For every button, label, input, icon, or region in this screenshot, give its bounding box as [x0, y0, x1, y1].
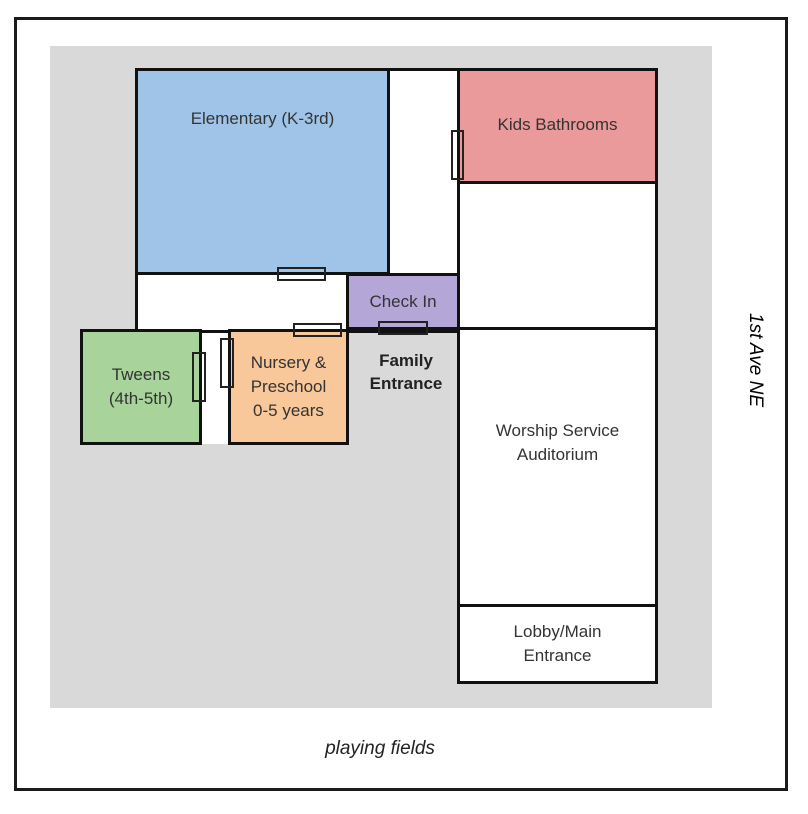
door-family-entrance[interactable]: [378, 321, 428, 335]
room-worship-auditorium-label: Worship Service Auditorium: [495, 421, 620, 464]
room-lobby-main-entrance-label: Lobby/Main Entrance: [513, 622, 602, 665]
door-nursery-west[interactable]: [220, 338, 234, 388]
room-kids-bathrooms-label: Kids Bathrooms: [497, 115, 618, 135]
hallway-east: [457, 182, 657, 330]
hallway-north: [388, 70, 460, 275]
door-nursery-north[interactable]: [293, 323, 342, 337]
door-elementary[interactable]: [277, 267, 326, 281]
family-entrance-label: Family Entrance: [369, 351, 443, 393]
room-check-in[interactable]: Check In: [346, 273, 460, 330]
room-kids-bathrooms[interactable]: Kids Bathrooms: [457, 68, 658, 184]
room-nursery-preschool-label: Nursery & Preschool 0-5 years: [250, 353, 327, 420]
street-label: 1st Ave NE: [745, 313, 766, 407]
room-elementary-label: Elementary (K-3rd): [190, 109, 335, 129]
room-worship-auditorium[interactable]: Worship Service Auditorium: [457, 327, 658, 607]
room-lobby-main-entrance[interactable]: Lobby/Main Entrance: [457, 604, 658, 684]
door-tweens[interactable]: [192, 352, 206, 402]
room-check-in-label: Check In: [369, 291, 437, 311]
door-kids-bathrooms[interactable]: [451, 130, 464, 180]
room-tweens[interactable]: Tweens (4th-5th): [80, 329, 202, 445]
room-elementary[interactable]: Elementary (K-3rd): [135, 68, 390, 275]
playing-fields-label: playing fields: [325, 738, 435, 759]
room-nursery-preschool[interactable]: Nursery & Preschool 0-5 years: [228, 329, 349, 445]
room-tweens-label: Tweens (4th-5th): [108, 365, 174, 408]
